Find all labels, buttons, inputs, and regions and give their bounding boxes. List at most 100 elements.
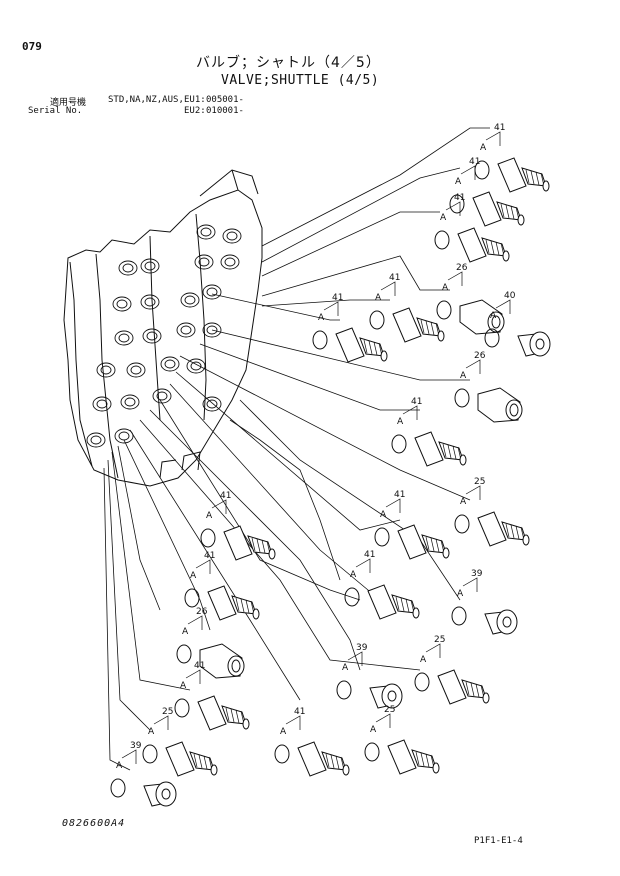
callout-sub-label: A: [480, 143, 487, 153]
page-code: P1F1-E1-4: [474, 836, 523, 846]
callout-sub-label: A: [455, 177, 462, 187]
hex-nut: [367, 584, 397, 620]
leader-lines: [103, 127, 490, 771]
callout-part-number: 25: [384, 705, 395, 715]
serial-models: STD,NA,NZ,AUS,: [108, 95, 184, 105]
o-ring: [184, 588, 200, 608]
o-ring: [436, 300, 452, 320]
o-ring: [110, 778, 126, 798]
callout-sub-label: A: [460, 371, 467, 381]
callout-sub-label: A: [370, 725, 377, 735]
fitting-4: 26A: [436, 263, 505, 335]
fitting-14: 39A: [451, 569, 518, 635]
fitting-20: 25A: [142, 707, 218, 777]
fitting-18: 25A: [414, 635, 490, 705]
o-ring: [434, 230, 450, 250]
callout-sub-label: A: [148, 727, 155, 737]
o-ring: [484, 328, 500, 348]
callout-part-number: 41: [364, 550, 375, 560]
callout-part-number: 39: [356, 643, 368, 653]
callout-part-number: 41: [494, 123, 505, 133]
hex-nut: [223, 525, 253, 561]
o-ring: [369, 310, 385, 330]
callout-part-number: 41: [220, 491, 231, 501]
callout-sub-label: A: [490, 311, 497, 321]
valve-body: [63, 169, 263, 487]
fitting-2: 41A: [449, 157, 525, 227]
callout-part-number: 41: [332, 293, 343, 303]
callout-sub-label: A: [460, 497, 467, 507]
serial-eu2-label: EU2:: [184, 106, 206, 116]
hex-nut: [414, 431, 444, 467]
callout-part-number: 41: [469, 157, 480, 167]
callout-part-number: 41: [294, 707, 305, 717]
o-ring: [449, 194, 465, 214]
fitting-12: 41A: [374, 490, 450, 560]
fitting-19: 41A: [174, 661, 250, 731]
fitting-7: 41A: [312, 293, 388, 363]
hex-nut: [387, 739, 417, 775]
hex-nut: [472, 191, 502, 227]
o-ring: [274, 744, 290, 764]
fitting-3: 41A: [434, 193, 510, 263]
callout-part-number: 39: [471, 569, 483, 579]
o-ring: [336, 680, 352, 700]
o-ring: [414, 672, 430, 692]
fitting-21: 41A: [274, 707, 350, 777]
fitting-9: 41A: [391, 397, 467, 467]
page-number: 079: [22, 40, 42, 53]
callout-part-number: 41: [411, 397, 422, 407]
fitting-16: 26A: [176, 607, 245, 679]
o-ring: [451, 606, 467, 626]
valve-ports: [86, 224, 242, 448]
hex-nut: [477, 511, 507, 547]
callout-sub-label: A: [380, 510, 387, 520]
serial-eu1-label: EU1:: [184, 95, 206, 105]
callout-sub-label: A: [440, 213, 447, 223]
o-ring: [344, 587, 360, 607]
callout-sub-label: A: [180, 681, 187, 691]
hex-nut: [457, 227, 487, 263]
hex-nut: [397, 524, 427, 560]
callout-part-number: 39: [130, 741, 142, 751]
o-ring: [176, 644, 192, 664]
serial-eu2-number: 010001-: [206, 106, 244, 116]
hex-nut: [335, 327, 365, 363]
callout-sub-label: A: [206, 511, 213, 521]
o-ring: [454, 514, 470, 534]
o-ring: [364, 742, 380, 762]
callout-part-number: 26: [196, 607, 208, 617]
page-title-english: VALVE;SHUTTLE (4/5): [221, 73, 380, 88]
callout-part-number: 41: [194, 661, 205, 671]
callout-part-number: 26: [456, 263, 468, 273]
page-title-japanese: バルブ；シャトル（4／5）: [196, 55, 381, 71]
fitting-1: 41A: [474, 123, 550, 193]
callout-part-number: 41: [389, 273, 400, 283]
fitting-6: 41A: [369, 273, 445, 343]
o-ring: [454, 388, 470, 408]
fitting-23: 39A: [110, 741, 177, 807]
callout-part-number: 25: [474, 477, 485, 487]
callout-sub-label: A: [342, 663, 349, 673]
callout-part-number: 25: [434, 635, 445, 645]
o-ring: [391, 434, 407, 454]
callout-sub-label: A: [420, 655, 427, 665]
callout-sub-label: A: [350, 570, 357, 580]
o-ring: [174, 698, 190, 718]
hex-nut: [165, 741, 195, 777]
fitting-17: 39A: [336, 643, 403, 709]
callout-part-number: 41: [204, 551, 215, 561]
hex-nut: [297, 741, 327, 777]
serial-label-english: Serial No.: [28, 106, 83, 116]
callout-part-number: 40: [504, 291, 516, 301]
o-ring: [312, 330, 328, 350]
fitting-11: 25A: [454, 477, 530, 547]
o-ring: [200, 528, 216, 548]
fitting-10: 41A: [200, 491, 276, 561]
serial-eu1-number: 005001-: [206, 95, 244, 105]
serial-label-japanese: 適用号機: [50, 98, 87, 108]
callout-sub-label: A: [457, 589, 464, 599]
callout-part-number: 25: [162, 707, 173, 717]
